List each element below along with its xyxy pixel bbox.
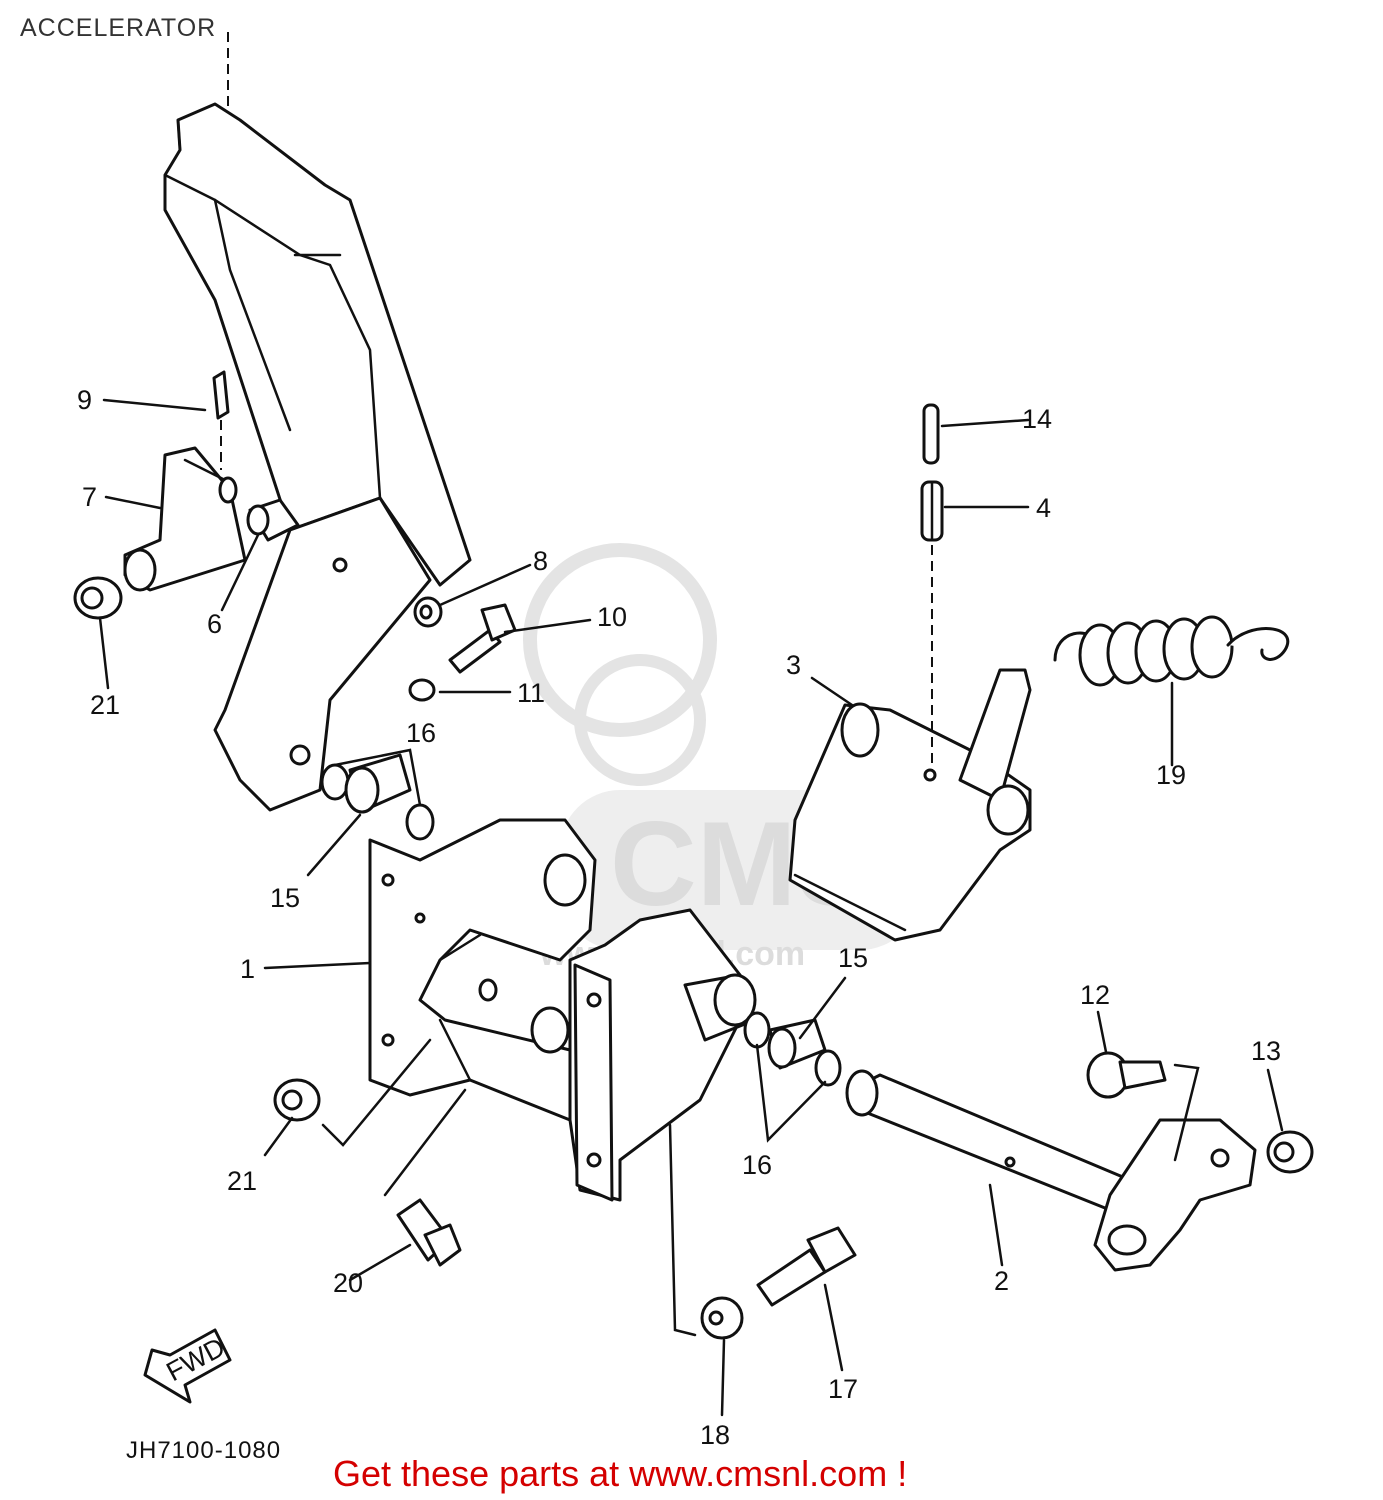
callout: 21 — [227, 1166, 257, 1196]
callout: 10 — [597, 602, 627, 632]
callout: 4 — [1036, 493, 1051, 523]
callout: 12 — [1080, 980, 1110, 1010]
roll-pin-4 — [920, 480, 944, 770]
washer-18 — [700, 1296, 744, 1340]
shaft-lever-3 — [788, 668, 1032, 942]
callout: 3 — [786, 650, 801, 680]
page-title: ACCELERATOR — [20, 14, 217, 42]
callout: 19 — [1156, 760, 1186, 790]
bolt-12 — [1086, 1051, 1167, 1099]
washer-8 — [413, 596, 443, 628]
callout: 20 — [333, 1268, 363, 1298]
bushing-15-upper — [320, 753, 435, 841]
callout: 11 — [517, 678, 545, 708]
callout: 9 — [77, 385, 92, 415]
callout: 1 — [240, 954, 255, 984]
callout: 7 — [82, 482, 97, 512]
shaft-2 — [845, 1069, 1257, 1272]
promo-link-text[interactable]: Get these parts at www.cmsnl.com ! — [333, 1453, 908, 1494]
callout: 6 — [207, 609, 222, 639]
bolt-10 — [448, 603, 517, 674]
callout: 18 — [700, 1420, 730, 1450]
nut-21-lower — [273, 1078, 321, 1122]
nut-21-upper — [73, 576, 123, 620]
fwd-arrow-icon: FWD — [143, 1328, 232, 1404]
clip-11 — [408, 678, 436, 702]
drawing-code: JH7100-1080 — [126, 1437, 282, 1464]
pin-14 — [922, 403, 940, 465]
bushing-plate — [530, 908, 757, 1202]
callout: 15 — [838, 943, 868, 973]
callout: 17 — [828, 1374, 858, 1404]
callout: 13 — [1251, 1036, 1281, 1066]
callout: 15 — [270, 883, 300, 913]
nut-13 — [1266, 1130, 1314, 1174]
callout: 8 — [533, 546, 548, 576]
bushing-15-lower — [743, 1011, 842, 1087]
callout: 16 — [406, 718, 436, 748]
callout: 21 — [90, 690, 120, 720]
bracket-7 — [123, 446, 247, 592]
pedal-arm — [163, 102, 472, 812]
callout-numbers: 1 2 3 4 6 7 8 9 10 11 12 13 14 15 15 16 … — [77, 385, 1281, 1450]
callout: 2 — [994, 1266, 1009, 1296]
bolt-20 — [396, 1198, 462, 1267]
callout: 14 — [1022, 404, 1052, 434]
bolt-17 — [756, 1226, 857, 1307]
spring-19 — [1053, 615, 1290, 687]
collar-6 — [246, 498, 300, 542]
cotter-pin-9 — [212, 370, 230, 470]
callout: 16 — [742, 1150, 772, 1180]
